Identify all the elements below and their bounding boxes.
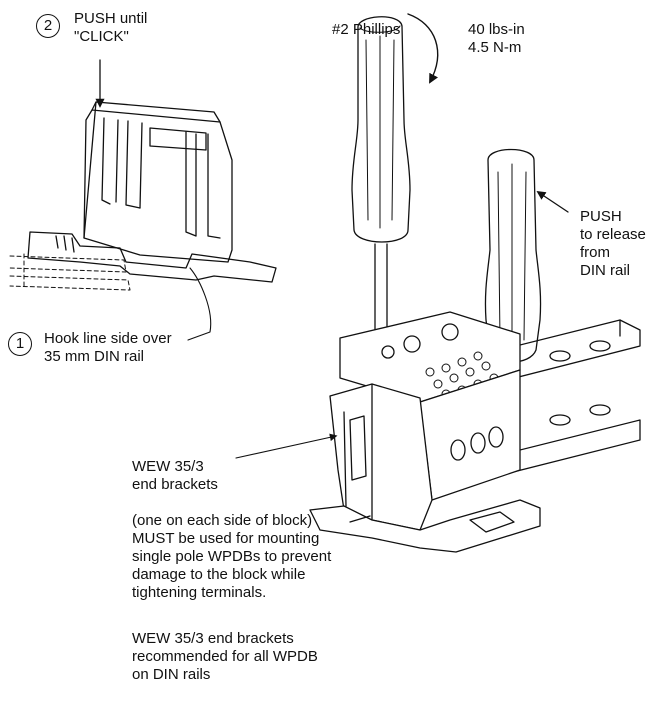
step1-number-badge: 1 <box>8 332 32 356</box>
bracket-leader-line <box>235 433 338 459</box>
step2-number-badge: 2 <box>36 14 60 38</box>
recommendation-note: WEW 35/3 end brackets recommended for al… <box>132 630 318 683</box>
phillips-screwdriver <box>351 13 439 383</box>
torque-label-line2: 4.5 N-m <box>468 39 522 56</box>
screwdriver-size-label: #2 Phillips <box>332 21 401 38</box>
step1-label-line1: Hook line side over <box>44 330 172 347</box>
step2-label-line1: PUSH until <box>74 10 148 27</box>
bracket-label-line2: end brackets <box>132 476 218 493</box>
torque-rotation-arrow <box>407 13 439 84</box>
distribution-block <box>235 311 641 553</box>
release-push-arrow <box>536 190 569 213</box>
bracket-label-line1: WEW 35/3 <box>132 458 204 475</box>
release-instruction: PUSH to release from DIN rail <box>580 208 646 279</box>
release-screwdriver <box>484 148 569 471</box>
clip-on-block-illustration <box>9 59 277 341</box>
torque-label-line1: 40 lbs-in <box>468 21 525 38</box>
step2-label-line2: "CLICK" <box>74 28 129 45</box>
step1-leader-line <box>187 267 212 341</box>
step1-label-line2: 35 mm DIN rail <box>44 348 145 365</box>
mounting-note: (one on each side of block) MUST be used… <box>132 512 332 601</box>
